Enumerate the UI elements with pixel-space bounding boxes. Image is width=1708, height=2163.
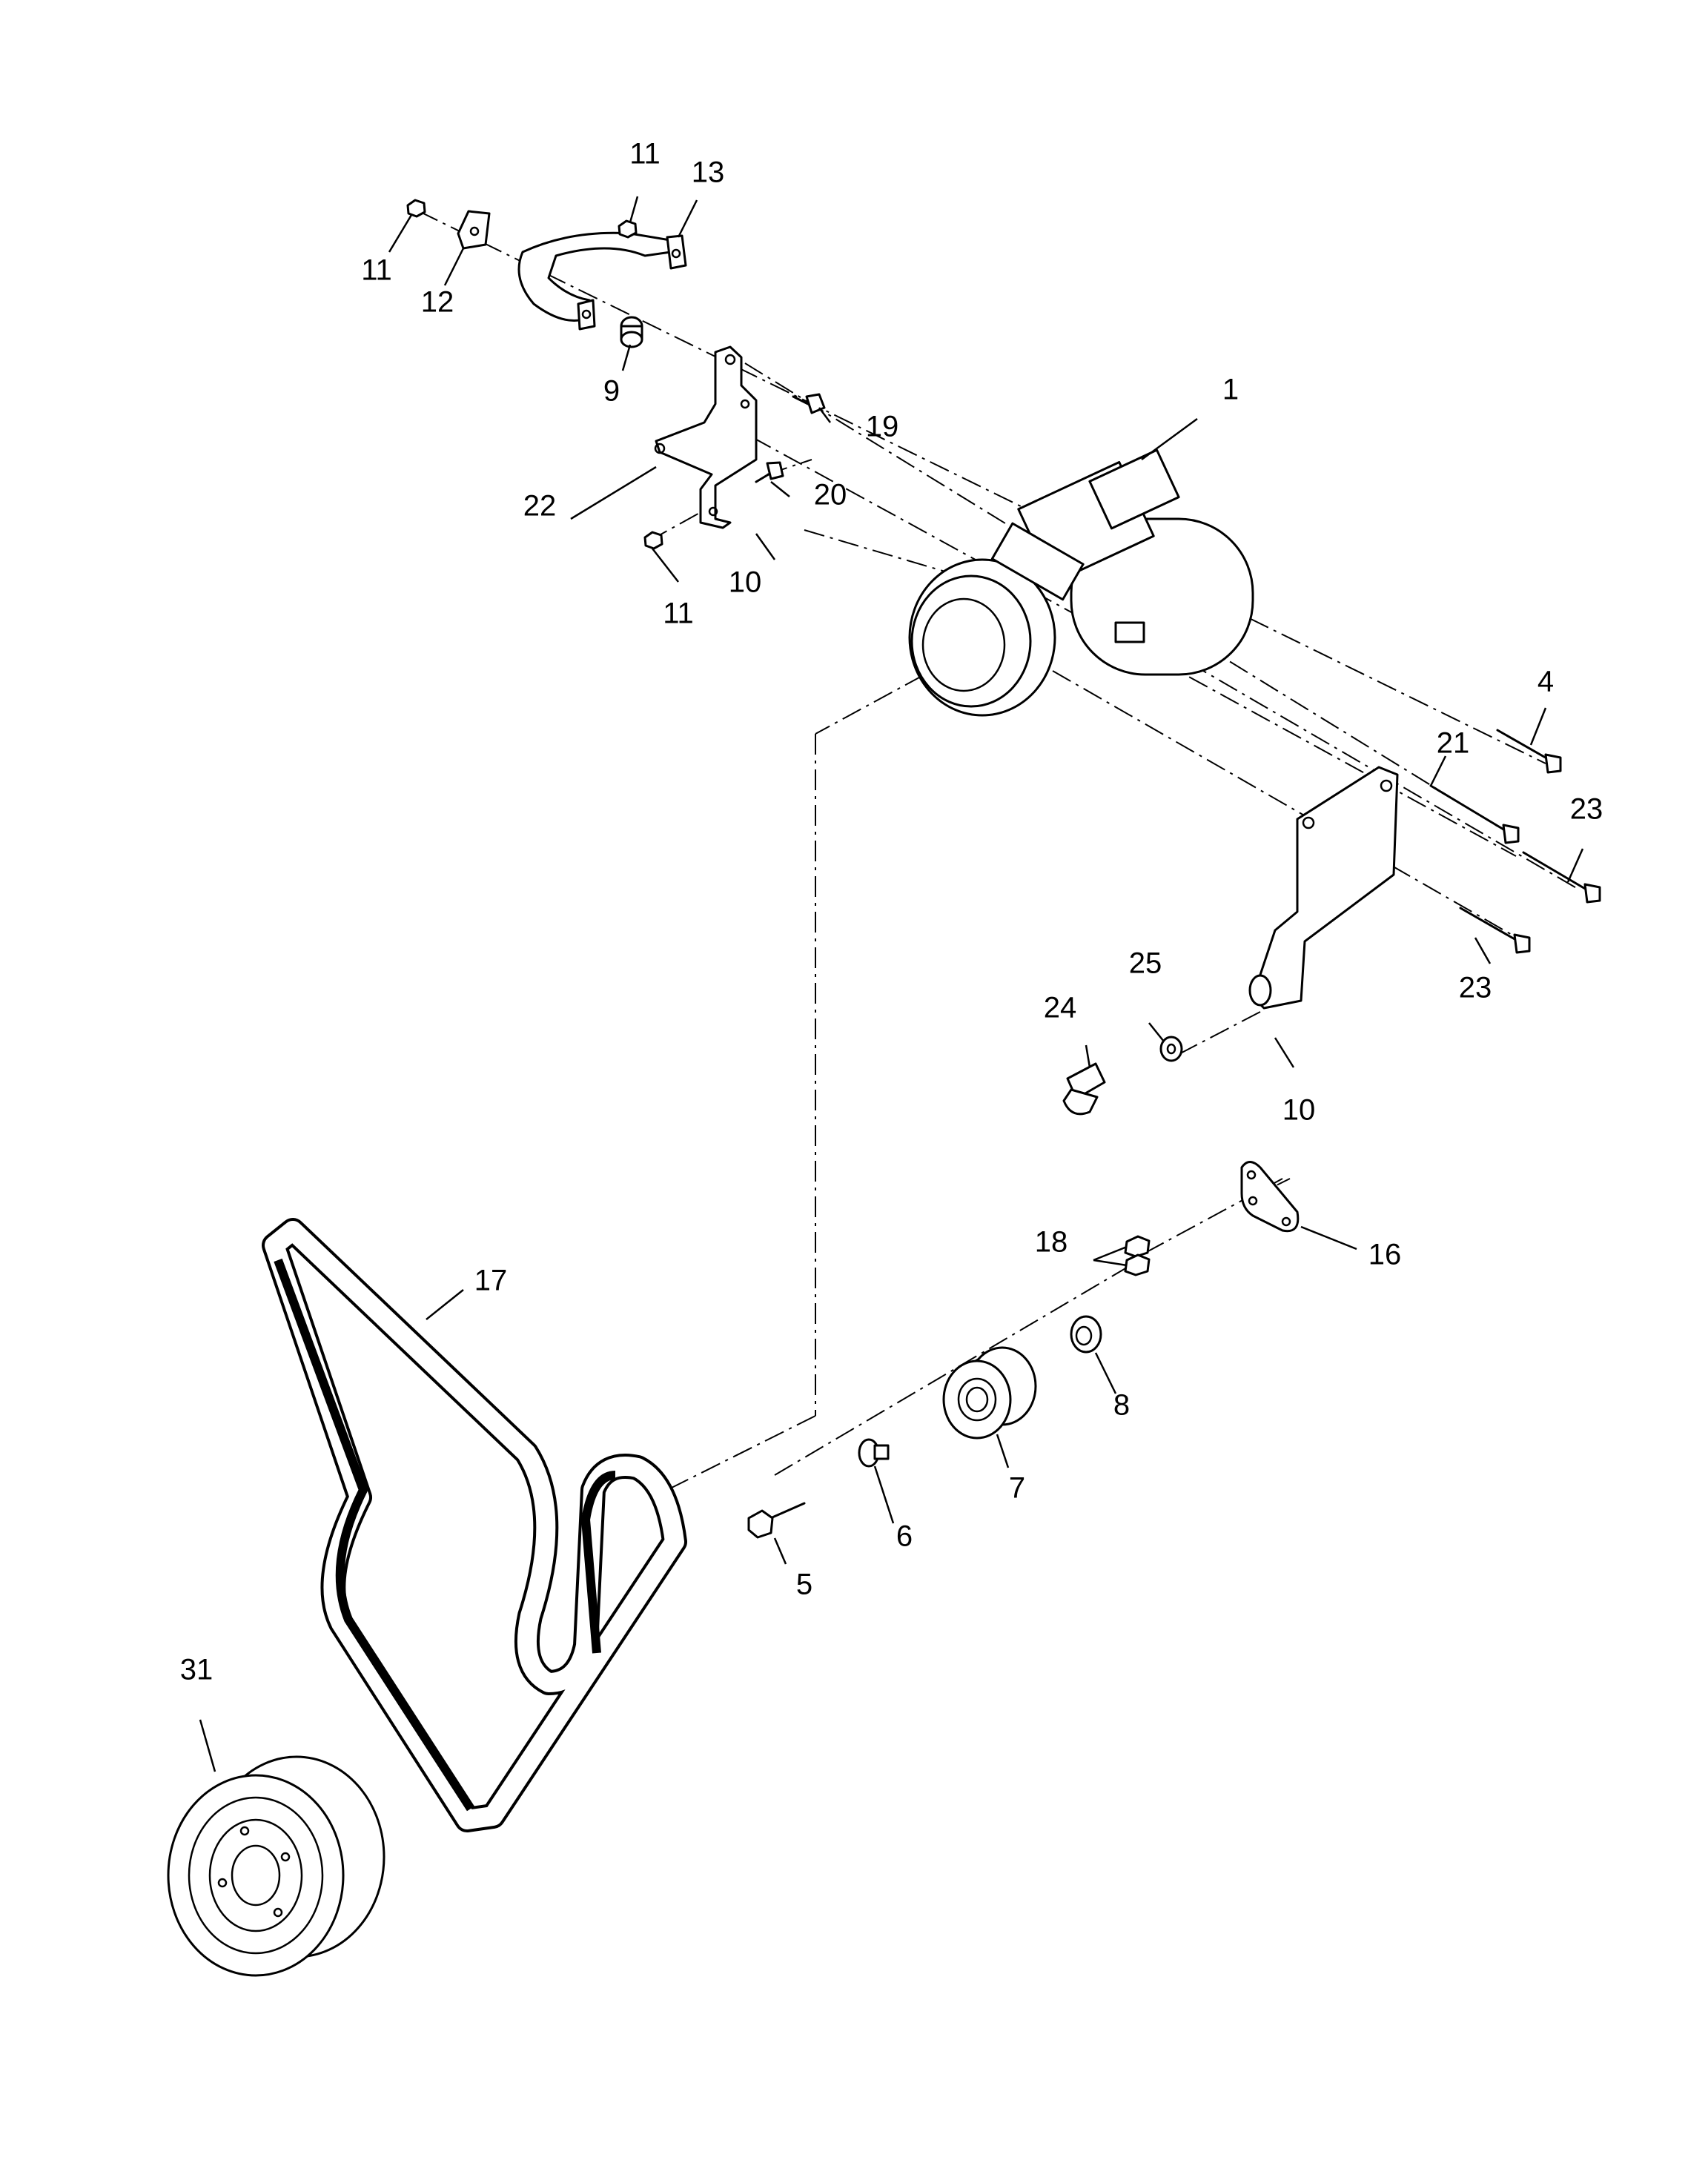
plate-12 xyxy=(457,210,491,250)
callout-17: 17 xyxy=(474,1265,508,1297)
bolt-24 xyxy=(1062,1062,1106,1116)
long-bolt-21 xyxy=(1429,784,1520,844)
callout-5: 5 xyxy=(796,1569,812,1601)
leader-lines xyxy=(199,196,1584,1772)
assembly-centerlines xyxy=(418,211,1580,1491)
bolt-5 xyxy=(747,1502,806,1539)
bracket-22 xyxy=(654,345,758,529)
bracket-13 xyxy=(517,231,687,331)
nut-11-lower xyxy=(643,531,663,550)
callout-16: 16 xyxy=(1368,1239,1402,1271)
ac-compressor xyxy=(908,448,1254,717)
callout-4: 4 xyxy=(1537,666,1554,698)
washer-25 xyxy=(1159,1036,1183,1062)
callout-23-upper: 23 xyxy=(1570,793,1603,826)
callout-labels: 1 4 5 6 7 8 9 10 10 11 11 11 12 13 16 17… xyxy=(180,138,1603,1686)
bolts-18 xyxy=(1124,1235,1151,1276)
callout-9: 9 xyxy=(603,375,620,408)
callout-7: 7 xyxy=(1009,1472,1025,1505)
idler-pulley-7 xyxy=(942,1346,1037,1440)
callout-1: 1 xyxy=(1222,374,1239,406)
callout-21: 21 xyxy=(1437,727,1470,760)
bolt-20 xyxy=(755,461,784,483)
spacer-9 xyxy=(620,316,643,348)
callout-24: 24 xyxy=(1044,992,1077,1024)
bolt-19 xyxy=(792,393,826,414)
callout-11-left: 11 xyxy=(361,254,392,287)
serpentine-belt-17 xyxy=(262,1218,687,1832)
callout-25: 25 xyxy=(1129,947,1162,980)
long-bolt-23-lower xyxy=(1459,907,1531,954)
callout-8: 8 xyxy=(1113,1389,1130,1422)
long-bolt-4 xyxy=(1496,729,1562,774)
callout-18: 18 xyxy=(1035,1226,1068,1259)
nut-11-top-left xyxy=(406,199,426,218)
compressor-bracket-10 xyxy=(1248,766,1399,1010)
callout-13: 13 xyxy=(692,156,725,189)
bushing-8 xyxy=(1070,1315,1102,1354)
nut-11-top xyxy=(618,219,638,239)
dust-cap-6 xyxy=(858,1438,890,1468)
callout-22: 22 xyxy=(523,490,557,523)
callout-19: 19 xyxy=(866,411,899,443)
callout-11-lower: 11 xyxy=(663,597,694,630)
callout-23-lower: 23 xyxy=(1459,972,1492,1004)
plate-16 xyxy=(1240,1161,1300,1233)
crankshaft-pulley-31 xyxy=(167,1755,385,1977)
long-bolt-23-upper xyxy=(1522,851,1601,904)
callout-20: 20 xyxy=(814,479,847,511)
callout-31: 31 xyxy=(180,1654,214,1686)
callout-12: 12 xyxy=(421,286,454,319)
callout-11-top: 11 xyxy=(629,138,661,170)
callout-10-lower: 10 xyxy=(1282,1094,1316,1127)
callout-10-upper: 10 xyxy=(729,566,762,599)
callout-6: 6 xyxy=(896,1520,913,1553)
